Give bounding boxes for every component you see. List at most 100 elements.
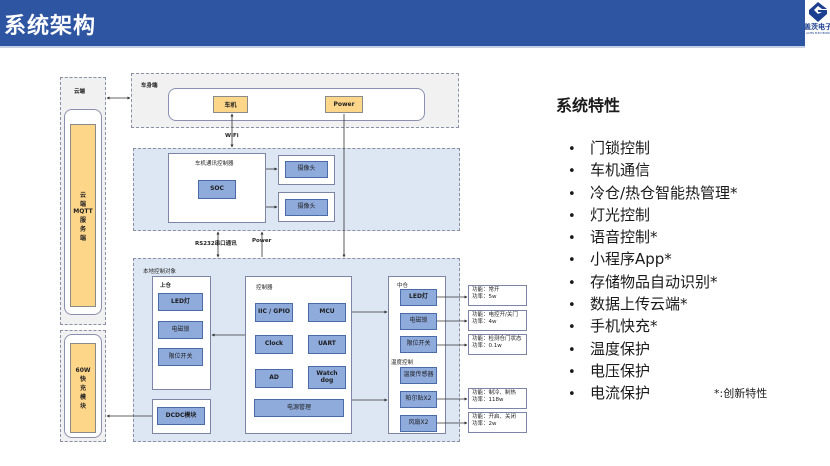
spec-power: 功率：118w <box>472 397 504 404</box>
cloud-server-line: 云 <box>79 191 86 199</box>
spec-power: 功率：2w <box>472 421 497 428</box>
header-bar <box>0 0 805 46</box>
peltier-block: 帕尔贴X2 <box>400 391 437 408</box>
cloud-server-line: 端 <box>79 200 86 208</box>
vehicle-zone-label: 车身端 <box>141 83 158 89</box>
rs232-label: RS232串口通讯 <box>195 241 237 247</box>
spec-func: 功能：电控开/关门 <box>472 312 518 318</box>
charger-line: 60W <box>75 366 91 374</box>
fan-block: 风扇X2 <box>400 415 437 432</box>
temp-sensor-block: 温度传感器 <box>400 367 437 384</box>
bullet-icon: • <box>568 142 576 157</box>
charger-line: 快 <box>79 375 86 383</box>
feature-item: • 电流保护 <box>568 383 738 405</box>
bullet-icon: • <box>568 231 576 247</box>
feature-label: 手机快充* <box>590 317 658 336</box>
charger-line: 充 <box>79 384 86 392</box>
gates-logo-icon <box>809 2 827 22</box>
cloud-zone-label: 云端 <box>74 89 86 95</box>
bullet-icon: • <box>568 186 576 202</box>
bullet-icon: • <box>568 342 576 358</box>
logo-name-cn: 盖茨电子 <box>804 23 830 31</box>
bullet-icon: • <box>568 253 576 269</box>
features-list: • 门锁控制 • 车机通信 • 冷仓/热仓智能热管理* • 灯光控制 • 语音控制* • 小… <box>568 138 738 406</box>
bullet-icon: • <box>568 320 576 336</box>
bullet-icon: • <box>568 364 576 380</box>
feature-label: 电压保护 <box>590 361 651 380</box>
feature-label: 门锁控制 <box>590 139 651 157</box>
upper-limit-switch-block: 限位开关 <box>158 348 203 366</box>
wifi-label: WiFi <box>225 133 239 139</box>
bullet-icon: • <box>568 298 576 314</box>
mcu-block: MCU <box>308 303 346 322</box>
spec-middle-limit-switch: 功能：检测仓门状态 功率：0.1w <box>468 334 527 355</box>
middle-led-block: LED灯 <box>400 289 437 306</box>
temp-control-label: 温度控制 <box>391 360 414 366</box>
power-management-block: 电源管理 <box>254 399 344 417</box>
bullet-icon: • <box>568 387 576 403</box>
feature-item: • 门锁控制 <box>568 138 738 160</box>
bullet-icon: • <box>568 208 576 224</box>
spec-fan: 功能：开启、关闭 功率：2w <box>468 412 527 433</box>
spec-func: 功能：检测仓门状态 <box>472 336 522 342</box>
charger-line: 块 <box>79 402 86 410</box>
clock-block: Clock <box>255 335 293 354</box>
upper-compartment-label: 上仓 <box>160 283 172 289</box>
dcdc-module-block: DCDC模块 <box>157 407 205 425</box>
upper-led-block: LED灯 <box>158 293 203 311</box>
cloud-mqtt-server: 云 端 MQTT 服 务 端 <box>70 124 96 307</box>
vehicle-power-block: Power <box>325 96 363 113</box>
ad-block: AD <box>255 369 293 388</box>
bullet-icon: • <box>568 275 576 291</box>
local-control-label: 本地控制对象 <box>143 269 177 275</box>
feature-item: • 灯光控制 <box>568 205 738 227</box>
logo-name-en: GATES ELECTRONICS <box>806 32 830 35</box>
spec-power: 功率：4w <box>472 319 497 326</box>
cloud-server-line: 端 <box>79 234 86 242</box>
feature-item: • 语音控制* <box>568 227 738 249</box>
spec-func: 功能：开启、关闭 <box>472 414 517 420</box>
feature-label: 电流保护 <box>590 384 651 403</box>
cloud-server-line: 服 <box>79 216 86 224</box>
feature-label: 车机通信 <box>590 161 651 180</box>
feature-label: 小程序App* <box>590 250 672 269</box>
feature-label: 存储物品自动识别* <box>590 272 718 291</box>
vehicle-frame <box>168 88 425 121</box>
features-title: 系统特性 <box>556 96 621 115</box>
comm-controller-label: 车机通讯控制器 <box>195 161 234 167</box>
feature-label: 温度保护 <box>590 339 651 358</box>
middle-compartment-label: 中仓 <box>397 283 409 289</box>
company-logo: 盖茨电子 GATES ELECTRONICS <box>804 2 830 46</box>
feature-item: • 数据上传云端* <box>568 294 738 316</box>
innovation-note: *:创新特性 <box>714 387 768 400</box>
feature-item: • 电压保护 <box>568 361 738 383</box>
feature-item: • 小程序App* <box>568 249 738 271</box>
uart-block: UART <box>308 335 346 354</box>
power-link-label: Power <box>252 238 272 244</box>
spec-func: 功能：制冷、制热 <box>472 390 517 396</box>
feature-label: 灯光控制 <box>590 205 651 224</box>
cloud-server-line: 务 <box>79 225 86 233</box>
feature-item: • 存储物品自动识别* <box>568 272 738 294</box>
head-unit-block: 车机 <box>213 96 248 113</box>
page-title: 系统架构 <box>4 14 97 39</box>
watchdog-block: Watch dog <box>308 366 346 389</box>
spec-peltier: 功能：制冷、制热 功率：118w <box>468 388 527 409</box>
camera2-block: 摄像头 <box>285 199 328 216</box>
feature-label: 数据上传云端* <box>590 295 688 314</box>
controller-label: 控制器 <box>256 285 273 291</box>
feature-label: 语音控制* <box>590 228 658 247</box>
spec-power: 功率：5w <box>472 294 497 301</box>
spec-func: 功能：常开 <box>472 287 500 293</box>
middle-lock-block: 电磁锁 <box>400 313 437 330</box>
middle-limit-switch-block: 限位开关 <box>400 336 437 353</box>
feature-label: 冷仓/热仓智能热管理* <box>590 183 738 202</box>
charger-line: 模 <box>79 393 86 401</box>
spec-middle-led: 功能：常开 功率：5w <box>468 285 527 306</box>
iic-gpio-block: IIC / GPIO <box>255 303 293 322</box>
header-divider <box>0 46 805 48</box>
feature-item: • 温度保护 <box>568 339 738 361</box>
upper-lock-block: 电磁锁 <box>158 321 203 339</box>
spec-power: 功率：0.1w <box>472 343 502 350</box>
feature-item: • 手机快充* <box>568 316 738 338</box>
